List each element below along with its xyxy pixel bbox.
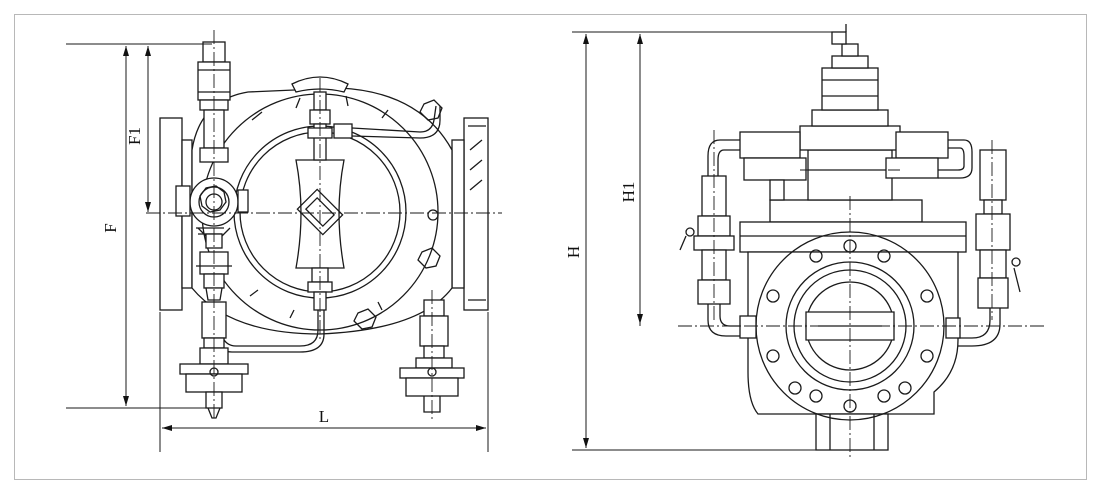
dimension-label-h: H [564, 246, 583, 258]
side-top-pilot [799, 24, 901, 201]
left-dimensions [66, 43, 489, 452]
right-side-view: H H1 [564, 24, 1046, 458]
pilot-tube-top [333, 105, 441, 139]
side-right-piping [885, 131, 1021, 347]
side-valve-body [739, 199, 967, 451]
dimension-label-h1: H1 [619, 182, 638, 203]
dimension-label-l: L [319, 407, 329, 426]
right-flange [451, 117, 489, 311]
dimension-label-f1: F1 [125, 127, 144, 145]
right-dimensions [572, 31, 846, 451]
side-left-piping [679, 131, 807, 339]
dimension-label-f: F [101, 223, 120, 232]
left-front-view: F F1 L [66, 30, 502, 452]
